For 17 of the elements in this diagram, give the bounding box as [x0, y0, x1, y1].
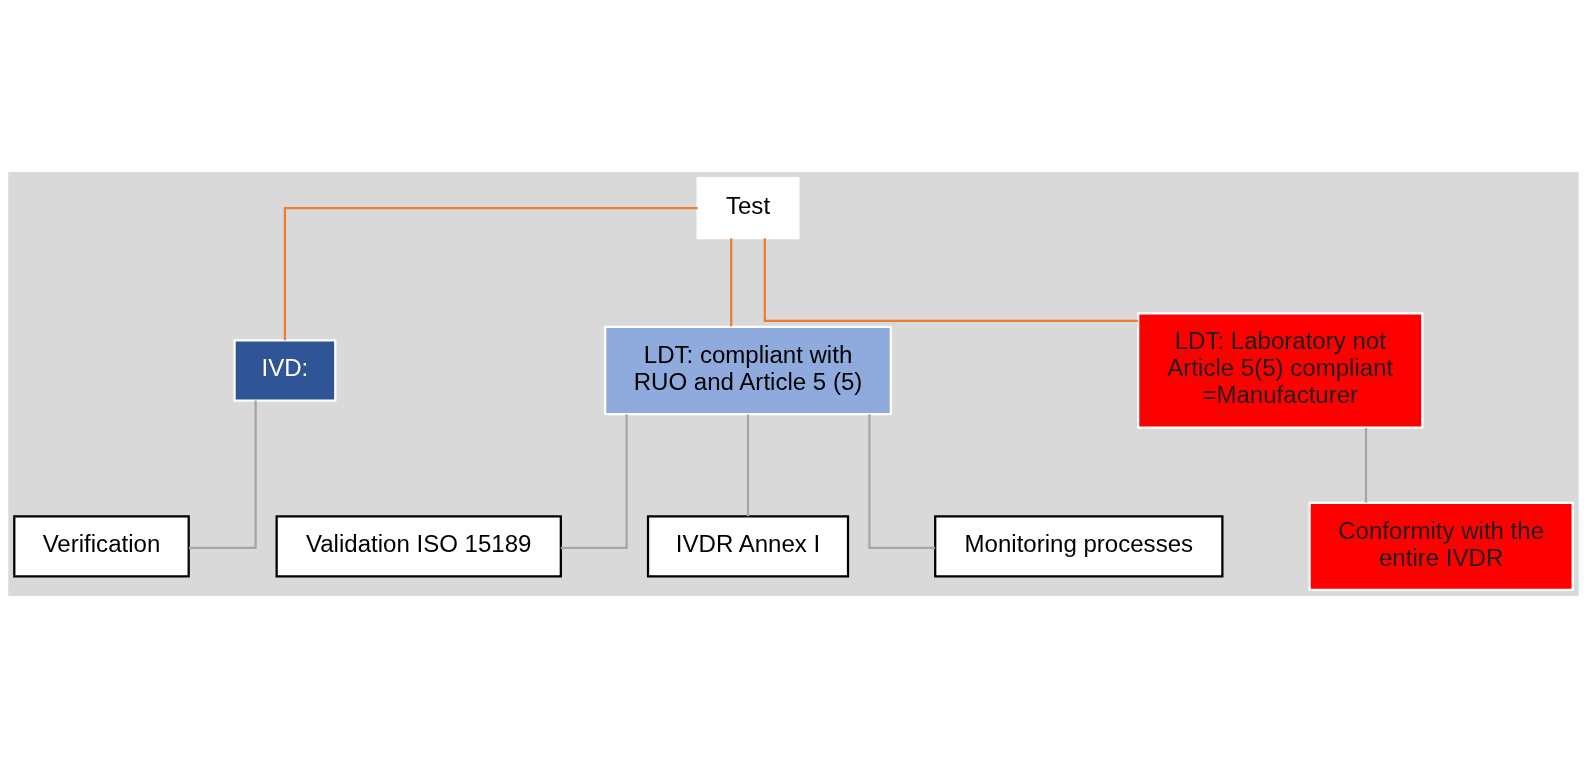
node-box: Test [696, 176, 800, 240]
node-box: LDT: compliant with RUO and Article 5 (5) [604, 325, 892, 416]
connector [283, 206, 698, 341]
connector [1364, 428, 1368, 503]
node-box: IVDR Annex I [646, 515, 850, 578]
node-box: Monitoring processes [934, 515, 1224, 578]
connector [868, 414, 936, 549]
node-box: Validation ISO 15189 [275, 515, 562, 578]
connector [763, 238, 1139, 322]
node-box: IVD: [233, 339, 337, 402]
connector [730, 238, 733, 327]
node-box: LDT: Laboratory not Article 5(5) compliant =Manufacturer [1137, 312, 1424, 429]
connector [560, 414, 628, 549]
connector [746, 414, 750, 517]
connector [188, 400, 257, 549]
node-box: Conformity with the entire IVDR [1308, 501, 1574, 592]
node-box: Verification [13, 515, 190, 578]
